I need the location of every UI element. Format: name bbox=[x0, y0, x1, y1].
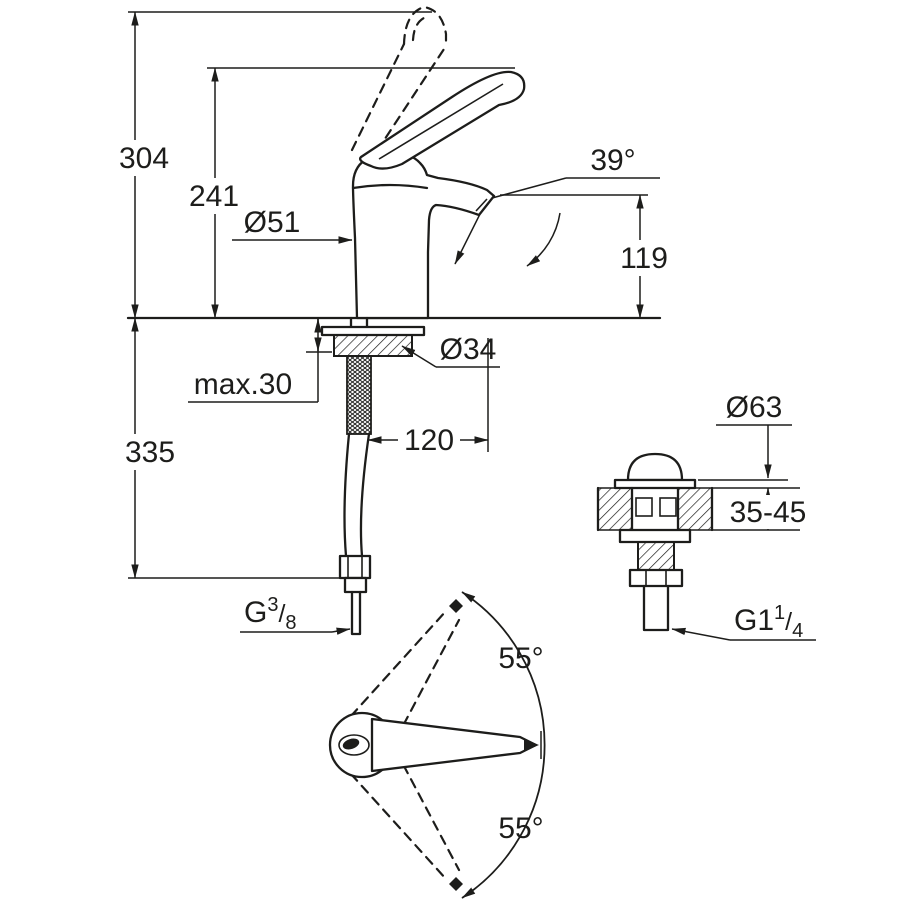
cap-inner-ellipse bbox=[338, 734, 370, 756]
label-bg bbox=[398, 423, 460, 457]
dim-spout-reach: 120 bbox=[404, 424, 454, 457]
dashed-lever-edge bbox=[350, 42, 406, 152]
tap-lever-raised-dashed bbox=[350, 5, 448, 153]
thread-base: G1 bbox=[734, 604, 774, 637]
dim-spout-angle: 39° bbox=[590, 144, 635, 177]
mounting-washer bbox=[320, 325, 426, 337]
swing-arc bbox=[461, 591, 546, 899]
overflow-slot bbox=[659, 497, 677, 517]
dim-supply-thread: G3/8 bbox=[244, 594, 297, 634]
tap-body bbox=[351, 150, 496, 320]
thread-sub: 8 bbox=[285, 612, 296, 634]
fitting-collar bbox=[343, 576, 368, 594]
dashed-lever-tip-inner bbox=[411, 15, 428, 42]
fitting-facets bbox=[347, 556, 363, 578]
dim-hole-diameter: Ø34 bbox=[440, 333, 497, 366]
label-bg bbox=[112, 140, 176, 176]
dashed-lever-tip bbox=[402, 5, 448, 48]
waste-body-edges bbox=[596, 486, 714, 532]
waste-nut-facets bbox=[645, 570, 667, 586]
lever-swing-top-view bbox=[328, 591, 546, 899]
waste-cap-dome bbox=[626, 452, 684, 482]
hose-tail bbox=[350, 590, 362, 636]
label-bg bbox=[182, 178, 246, 214]
label-backgrounds bbox=[112, 140, 812, 529]
dim-outlet-height: 119 bbox=[620, 242, 668, 275]
label-bg bbox=[612, 240, 676, 276]
dim-max-thickness: max.30 bbox=[194, 368, 292, 401]
hose-line bbox=[359, 432, 371, 558]
dimension-labels: 304 241 119 335 120 35-45 Ø51 39° Ø34 ma… bbox=[119, 142, 806, 845]
waste-nut bbox=[628, 568, 684, 588]
dim-spout-top-height: 241 bbox=[189, 180, 239, 213]
waste-washer bbox=[618, 528, 692, 544]
angle-arc-39deg bbox=[526, 212, 561, 267]
dim-overall-height: 304 bbox=[119, 142, 169, 175]
lever-hole bbox=[342, 738, 360, 750]
dashed-lever-up-edge bbox=[394, 618, 461, 741]
dashed-lever-down-edge bbox=[349, 772, 448, 881]
label-bg bbox=[724, 495, 812, 529]
thread-sup: 1 bbox=[774, 602, 785, 624]
dim-body-diameter: Ø51 bbox=[244, 206, 301, 239]
tip-marker-down bbox=[449, 877, 463, 891]
faucet-front-view bbox=[350, 5, 526, 320]
dashed-lever-edge bbox=[375, 44, 448, 153]
leader-g114 bbox=[671, 627, 731, 641]
dim-hose-length: 335 bbox=[125, 436, 175, 469]
braided-hose bbox=[346, 355, 372, 435]
leader-39deg bbox=[480, 177, 567, 202]
aerator-face-line bbox=[475, 198, 488, 212]
hose-line bbox=[343, 432, 351, 558]
cap-seam-line bbox=[351, 183, 429, 190]
dim-swing-up: 55° bbox=[498, 642, 543, 675]
label-bg bbox=[118, 434, 182, 470]
shank-lines bbox=[349, 316, 369, 329]
tip-marker-up bbox=[449, 599, 463, 613]
thread-base: G bbox=[244, 596, 267, 629]
mounting-nut-hatched bbox=[333, 334, 413, 357]
counter-section-hatch-left bbox=[598, 488, 632, 530]
overflow-slot bbox=[635, 497, 653, 517]
waste-tailpipe bbox=[642, 584, 670, 632]
thread-slash: / bbox=[278, 600, 285, 628]
thread-sub: 4 bbox=[792, 620, 803, 642]
dim-waste-thread: G11/4 bbox=[734, 602, 803, 642]
mounting-hardware bbox=[320, 316, 426, 636]
leader-g38 bbox=[331, 627, 351, 635]
hose-fitting bbox=[338, 554, 372, 580]
lever-tip-marker bbox=[524, 739, 539, 751]
dim-waste-thickness: 35-45 bbox=[730, 496, 807, 529]
thread-slash: / bbox=[785, 608, 792, 636]
dashed-lever-up-edge bbox=[349, 609, 448, 718]
dim-waste-flange-diameter: Ø63 bbox=[726, 391, 783, 424]
waste-threaded-section bbox=[637, 541, 675, 571]
dashed-lever-down-edge bbox=[394, 749, 461, 872]
waste-flange bbox=[613, 478, 697, 490]
pop-up-waste-view bbox=[596, 452, 714, 632]
flow-direction-arrow bbox=[454, 209, 483, 265]
lever-blade-line bbox=[378, 83, 504, 160]
thread-sup: 3 bbox=[267, 594, 278, 616]
counter-section-hatch-right bbox=[678, 488, 712, 530]
dim-swing-down: 55° bbox=[498, 812, 543, 845]
lever-plan-solid bbox=[370, 717, 538, 773]
